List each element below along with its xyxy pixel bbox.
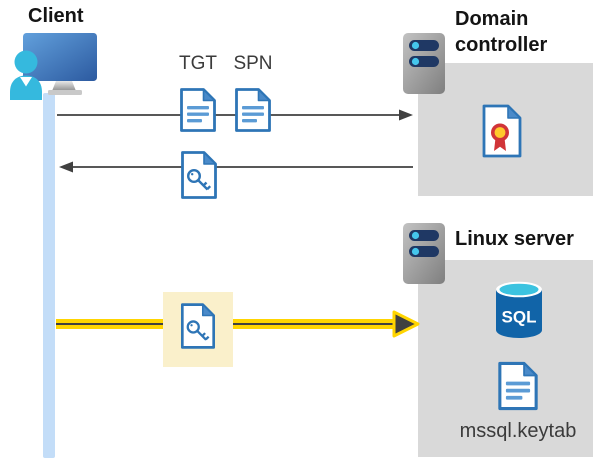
tgt-label: TGT: [179, 53, 217, 74]
person-collar: [20, 77, 32, 87]
sql-database-icon: SQL: [496, 281, 542, 338]
return-arrow: [59, 161, 413, 173]
spn-document-icon: [235, 88, 271, 132]
sql-text: SQL: [502, 308, 537, 327]
domain-controller-server-icon: [403, 33, 445, 94]
person-body: [10, 75, 42, 100]
linux-server-label: Linux server: [455, 228, 574, 250]
keytab-filename-label: mssql.keytab: [459, 420, 577, 442]
keytab-document-icon: [498, 361, 538, 411]
spn-label: SPN: [233, 53, 273, 74]
monitor-stand: [52, 81, 76, 91]
key-document-icon: [181, 151, 217, 199]
client-computer-icon: [10, 33, 97, 100]
linux-server-server-icon: [403, 223, 445, 284]
person-head: [14, 50, 38, 74]
domain-controller-label: Domain controller: [455, 8, 548, 56]
certificate-icon: [482, 104, 522, 158]
monitor-shape: [23, 33, 97, 81]
key-document-icon: [180, 303, 216, 349]
client-label: Client: [28, 5, 84, 27]
service-ticket-arrow: [56, 310, 420, 338]
client-lifeline: [43, 93, 55, 458]
tgt-document-icon: [180, 88, 216, 132]
monitor-base: [48, 90, 82, 95]
